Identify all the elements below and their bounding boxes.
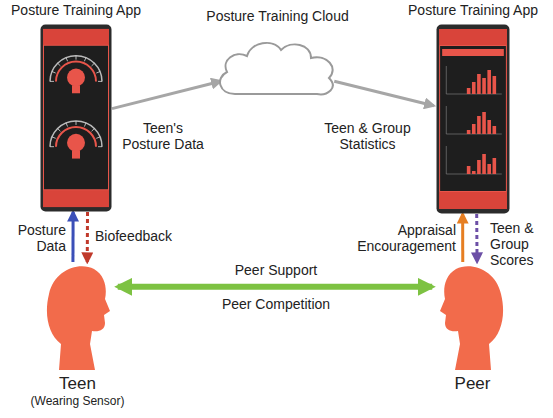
teen-head: Teen(Wearing Sensor) [45,262,110,370]
node-title: Peer [455,374,491,394]
edge-label: Peer Support [226,262,326,278]
edge-label: Biofeedback [95,228,185,244]
node-title: Teen [59,374,96,394]
edge-label: Posture Data [4,222,66,254]
edge-label: Teen & Group Statistics [315,120,420,152]
peer-head-drawing [440,262,505,370]
flow-arrow [86,212,89,262]
flow-arrow [461,214,464,262]
edge-label: Appraisal Encouragement [343,222,456,254]
phone-app: Posture Training App [40,24,112,212]
node-title: Posture Training App [408,2,538,18]
flow-arrow [475,214,478,262]
node-title: Posture Training Cloud [206,8,348,24]
flow-arrow [118,284,432,290]
cloud-shape-drawing [213,38,342,98]
node-subtitle: (Wearing Sensor) [31,394,125,408]
cloud-shape: Posture Training Cloud [213,38,342,98]
node-title: Posture Training App [11,2,141,18]
edge-label: Teen & Group Scores [490,220,546,268]
phone-app-drawing [436,24,510,214]
phone-app-drawing [40,24,112,212]
edge-label: Teen's Posture Data [120,120,206,152]
teen-head-drawing [45,262,110,370]
peer-head: Peer [440,262,505,370]
flow-arrow [71,212,74,262]
flow-arrow [112,81,221,108]
flow-arrow [334,81,434,106]
free-label: Peer Competition [208,296,344,312]
phone-app: Posture Training App [436,24,510,214]
